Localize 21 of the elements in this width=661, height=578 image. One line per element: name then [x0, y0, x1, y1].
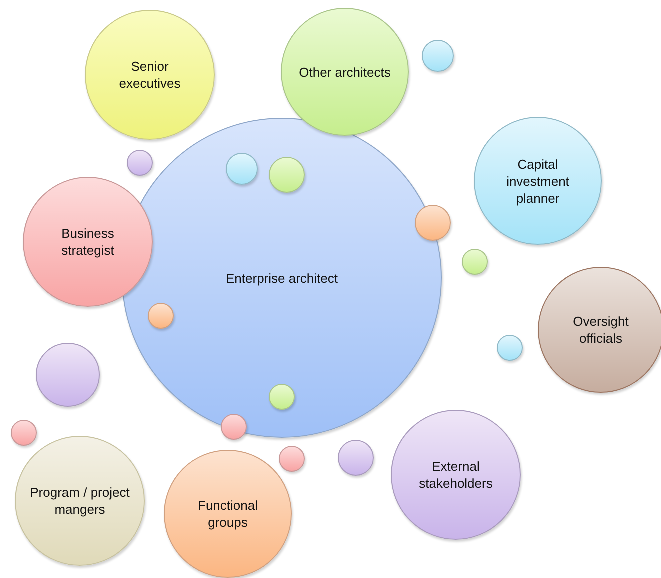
circle-bubble: [462, 249, 488, 275]
role-label: Enterprise architect: [225, 270, 339, 286]
circle-bubble: [338, 440, 374, 476]
role-label: Other architects: [298, 64, 392, 80]
circle-bubble: [11, 420, 37, 446]
circle-bubble: [279, 446, 305, 472]
circle-bubble: [497, 335, 523, 361]
circle-bubble: [269, 157, 305, 193]
role-label: Capital investment planner: [506, 156, 570, 206]
circle-bubble: [36, 343, 100, 407]
circle-bubble: [226, 153, 258, 185]
circle-bubble: [148, 303, 174, 329]
role-label: External stakeholders: [418, 458, 494, 492]
circle-bubble: [422, 40, 454, 72]
role-label: Business strategist: [60, 225, 116, 259]
role-label: Functional groups: [197, 497, 259, 531]
role-label: Oversight officials: [572, 313, 630, 347]
role-label: Senior executives: [118, 58, 182, 92]
circle-bubble: [269, 384, 295, 410]
role-label: Program / project mangers: [30, 484, 130, 518]
circle-bubble: [415, 205, 451, 241]
